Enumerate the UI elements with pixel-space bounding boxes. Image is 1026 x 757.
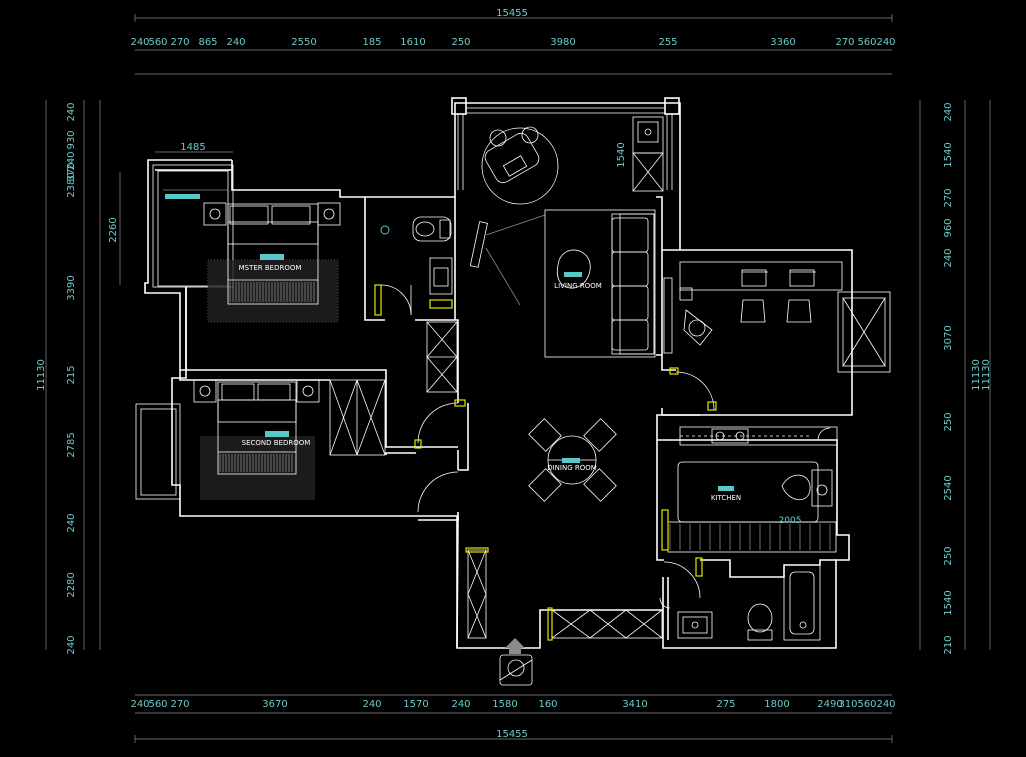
bottom-dimension-2: 270 [170,699,189,710]
bottom-dimension-13: 310 [838,699,857,710]
top-dimension-5: 2550 [291,37,316,48]
bottom-dimension-lines [134,694,893,743]
left-small-dimension-0: 370 [66,162,77,181]
bay-width-dimension: 1485 [180,142,205,153]
left-small-dimension-1: 240 [66,151,77,170]
dining-room-label: DINING ROOM [547,464,597,472]
left-dimension-8: 240 [66,635,77,654]
master-bed-icon [203,202,341,323]
top-dimension-0: 240 [130,37,149,48]
doors [414,367,717,609]
top-dimension-9: 3980 [550,37,575,48]
dining-table-icon [528,418,617,502]
right-dimension-5: 3070 [943,325,954,350]
armchair-icon [481,126,559,205]
bottom-dimension-6: 240 [451,699,470,710]
left-dimension-1: 930 [66,130,77,149]
right-dimension-9: 1540 [943,590,954,615]
top-dimension-8: 250 [451,37,470,48]
tv-icon [469,214,546,306]
bottom-dimension-7: 1580 [492,699,517,710]
top-dimension-12: 270 [835,37,854,48]
bottom-dimension-12: 2490 [817,699,842,710]
bottom-dimension-3: 3670 [262,699,287,710]
bottom-total-dimension: 15455 [496,729,528,740]
bottom-dimension-11: 1800 [764,699,789,710]
second-bay-window [135,403,181,500]
left-dimension-lines [45,100,101,650]
shower-icon [380,225,390,235]
kitchen-counter-dimension: 2005 [779,516,802,526]
bottom-dimension-1: 560 [148,699,167,710]
exterior-walls [144,97,853,649]
top-dimension-1: 560 [148,37,167,48]
bottom-dimension-8: 160 [538,699,557,710]
top-dimension-7: 1610 [400,37,425,48]
left-dimension-4: 215 [66,365,77,384]
bottom-dimension-15: 240 [876,699,895,710]
left-dimension-0: 240 [66,102,77,121]
shoe-cabinet [465,547,663,641]
right-total-dimension-2: 11130 [981,359,992,391]
top-dimension-6: 185 [362,37,381,48]
top-dimension-13: 560 [857,37,876,48]
living-room-label: LIVING ROOM [554,282,602,290]
left-dimension-7: 2280 [66,572,77,597]
right-dimension-10: 210 [943,635,954,654]
bathtub-icon [677,564,821,641]
right-dimension-7: 2540 [943,475,954,500]
right-dimension-2: 270 [943,188,954,207]
bottom-dimension-0: 240 [130,699,149,710]
left-dimension-6: 240 [66,513,77,532]
top-dimension-10: 255 [658,37,677,48]
right-dimension-4: 240 [943,248,954,267]
left-total-dimension: 11130 [36,359,47,391]
right-dimension-1: 1540 [943,142,954,167]
bottom-dimension-5: 1570 [403,699,428,710]
stove-icon [661,426,838,553]
second-bed-icon [193,379,320,500]
sofa-icon [544,209,656,358]
desk-chair-icon [663,261,891,373]
top-total-dimension: 15455 [496,8,528,19]
top-dimension-14: 240 [876,37,895,48]
bottom-dimension-14: 560 [857,699,876,710]
right-total-dimension-1: 11130 [971,359,982,391]
right-dimension-0: 240 [943,102,954,121]
balcony-cabinet [632,116,664,192]
bottom-dimension-4: 240 [362,699,381,710]
window-tag [165,194,200,199]
top-dimension-3: 865 [198,37,217,48]
right-dimension-6: 250 [943,412,954,431]
right-dimension-3: 960 [943,218,954,237]
left-dimension-3: 3390 [66,275,77,300]
bay-height-dimension: 2260 [108,217,119,242]
top-dimension-2: 270 [170,37,189,48]
balcony-depth-dimension: 1540 [616,142,627,167]
second-bedroom-label: SECOND BEDROOM [242,439,311,447]
top-dimension-11: 3360 [770,37,795,48]
left-dimension-2: 2380 [66,172,77,197]
entrance-arrow-icon [499,638,533,686]
top-dimension-lines [134,14,893,75]
right-dimension-8: 250 [943,546,954,565]
bottom-dimension-10: 275 [716,699,735,710]
left-dimension-5: 2785 [66,432,77,457]
sink-icon [429,257,453,295]
wardrobe-icon [329,321,458,456]
right-dimension-lines [919,100,991,650]
bathroom-1 [374,216,453,316]
kitchen-label: KITCHEN [711,494,741,502]
toilet-icon [412,216,452,242]
master-bedroom-label: MSTER BEDROOM [239,264,302,272]
right-dimension-labels: 240 1540 270 960 240 3070 250 2540 250 1540 210 [943,102,954,654]
top-dimension-4: 240 [226,37,245,48]
bottom-dimension-9: 3410 [622,699,647,710]
